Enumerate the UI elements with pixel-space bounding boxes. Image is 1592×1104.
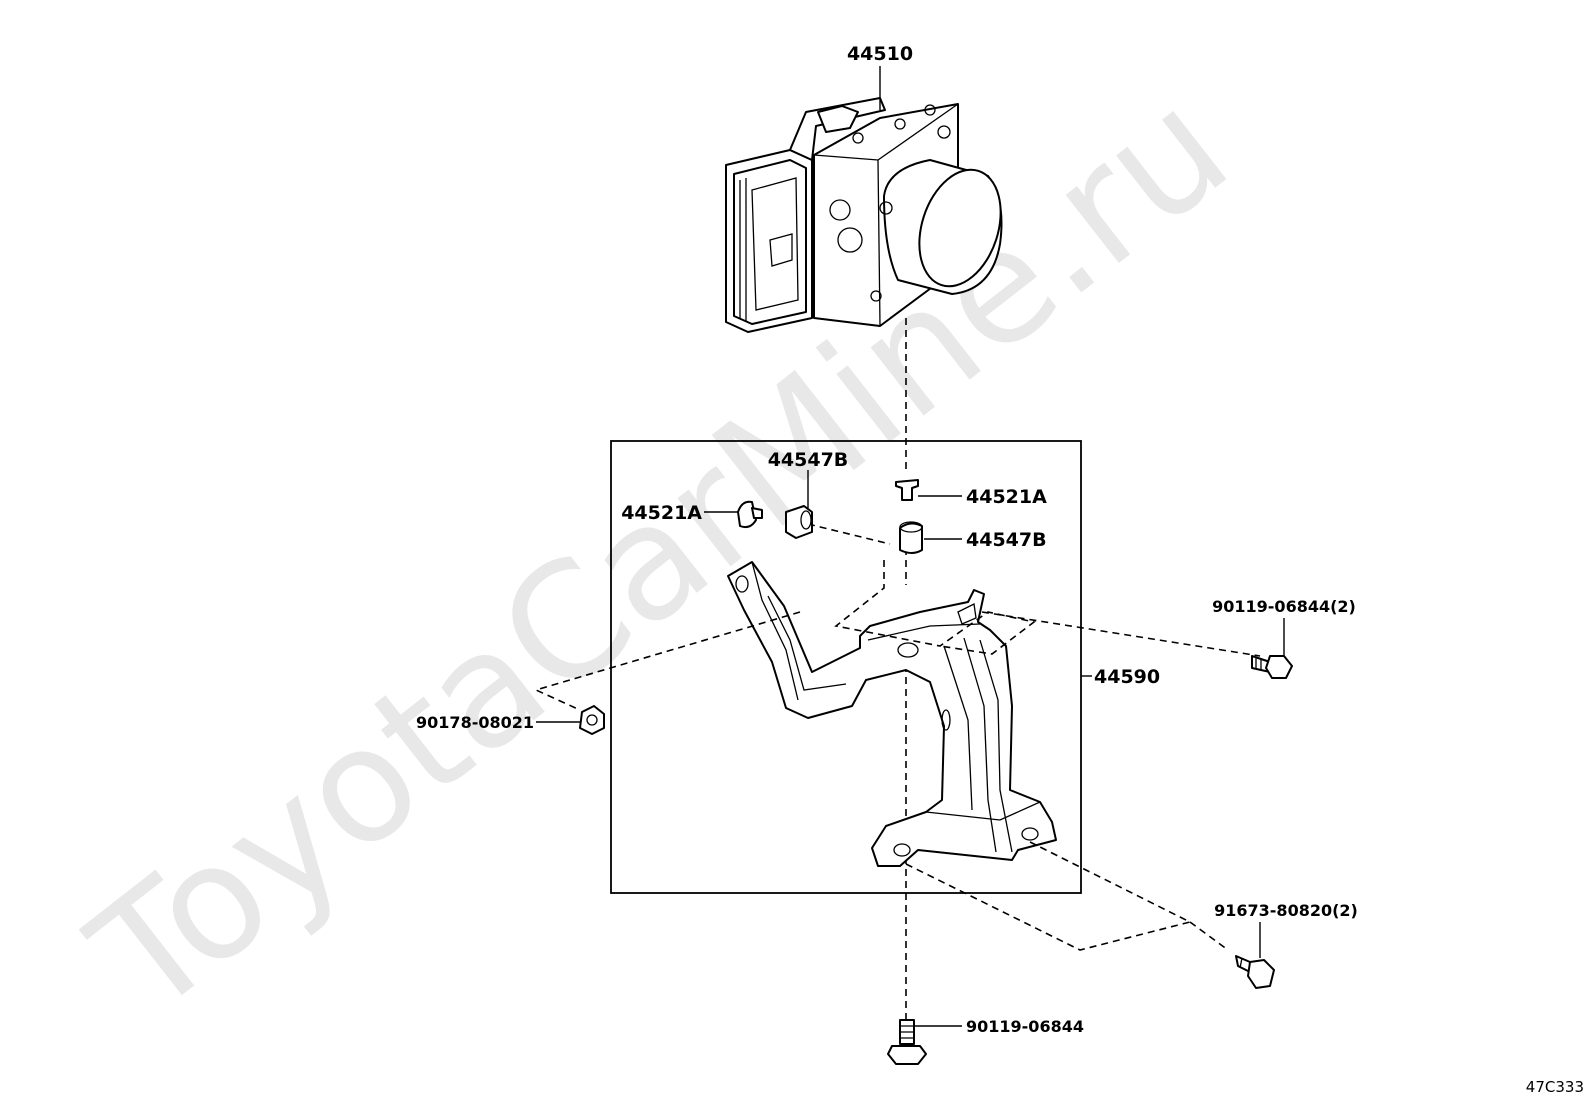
mount-line-lower [905, 841, 1229, 951]
label-90119-06844: 90119-06844 [966, 1017, 1084, 1036]
label-44590: 44590 [1094, 666, 1160, 688]
cushion-right-illustration [899, 521, 923, 554]
label-44547B-top: 44547B [768, 449, 849, 471]
mount-line-bracket-right [981, 611, 1261, 657]
abs-actuator-illustration [725, 97, 1003, 333]
nut-illustration [579, 705, 605, 735]
label-44521A-left: 44521A [621, 502, 702, 524]
label-90119-06844-2: 90119-06844(2) [1212, 597, 1356, 616]
cushion-top-illustration [785, 505, 813, 539]
diagram-code: 47C333 [1526, 1078, 1584, 1096]
bolt-bottom-illustration [887, 1019, 927, 1065]
label-44521A-right: 44521A [966, 486, 1047, 508]
bracket-group-frame [610, 440, 1082, 894]
mount-outline-upper [834, 560, 1036, 655]
label-44547B-right: 44547B [966, 529, 1047, 551]
bolt-bottom-right-illustration [1235, 955, 1275, 989]
collar-right-illustration [895, 479, 919, 501]
label-44510: 44510 [847, 43, 913, 65]
bolt-right-illustration [1251, 655, 1293, 679]
label-90178-08021: 90178-08021 [416, 713, 534, 732]
collar-left-illustration [737, 500, 763, 529]
label-91673-80820-2: 91673-80820(2) [1214, 901, 1358, 920]
bracket-illustration [727, 561, 1057, 867]
mount-line-left [807, 523, 891, 545]
